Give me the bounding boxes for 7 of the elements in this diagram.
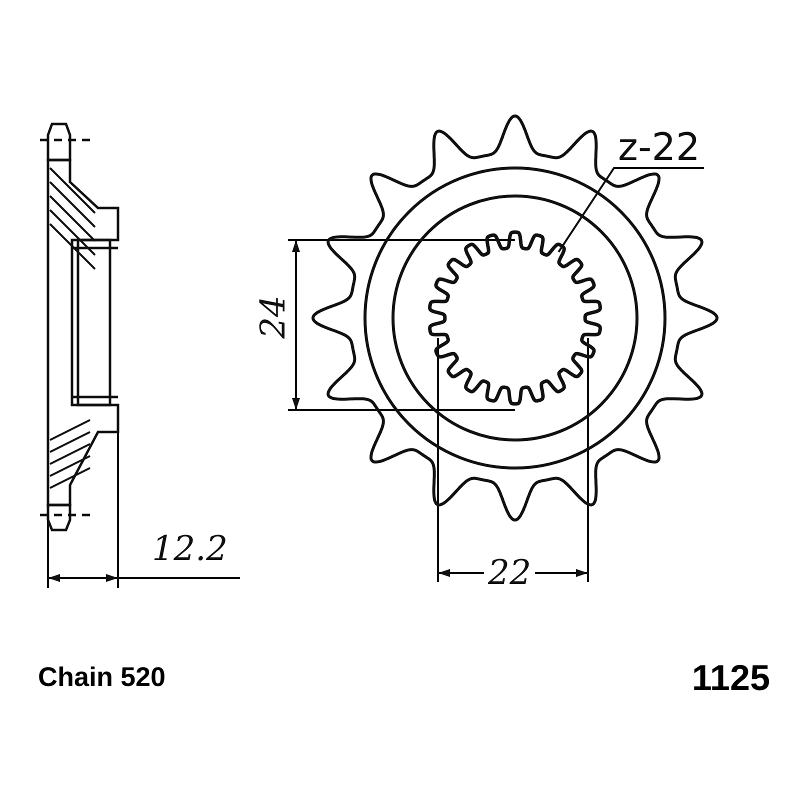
leader-line — [558, 167, 704, 252]
chain-size-label: Chain 520 — [38, 664, 166, 691]
dimension-label: 24 — [256, 295, 291, 339]
part-number: 1125 — [692, 660, 770, 696]
tooth-count-label: z-22 — [618, 128, 700, 166]
dimension-label: 12.2 — [152, 532, 228, 566]
spline-bore — [428, 230, 602, 406]
